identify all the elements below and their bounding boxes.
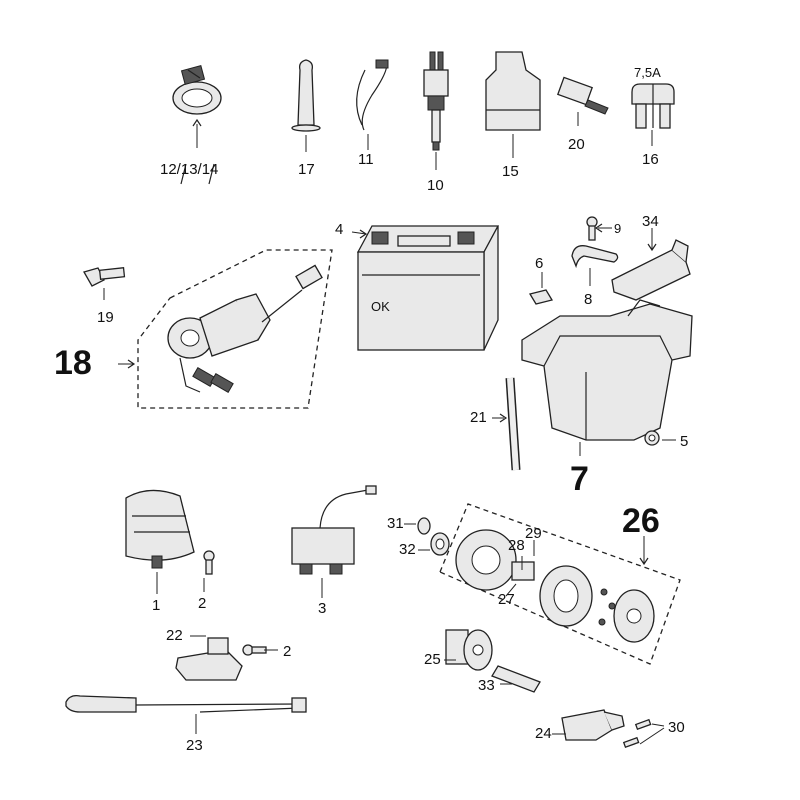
- nut-5-part: [644, 430, 660, 446]
- callout-19: 19: [97, 309, 114, 326]
- callout-6: 6: [535, 255, 544, 272]
- callout-27: 27: [498, 591, 515, 608]
- callout-16: 16: [642, 151, 659, 168]
- callout-2b: 2: [283, 643, 292, 660]
- callout-33: 33: [478, 677, 495, 694]
- callout-24: 24: [535, 725, 552, 742]
- bracket-8-part: [571, 245, 619, 269]
- callout-9: 9: [614, 221, 622, 236]
- fuse-rating: 7,5A: [634, 65, 661, 80]
- callout-34: 34: [642, 213, 659, 230]
- callout-5: 5: [680, 433, 689, 450]
- battery-box-part: [521, 299, 693, 441]
- callout-23: 23: [186, 737, 203, 754]
- callout-15: 15: [502, 163, 519, 180]
- starter-motor-part: [561, 709, 625, 741]
- callout-11: 11: [358, 151, 374, 168]
- battery-part: [356, 225, 500, 351]
- starter-clutch-part: [455, 529, 655, 643]
- rubber-boot-part: [485, 51, 541, 131]
- bolt-19-part: [83, 267, 126, 287]
- callout-31: 31: [387, 515, 404, 532]
- ignition-group-outline: [137, 249, 333, 409]
- callout-28: 28: [508, 537, 525, 554]
- screws-30-part: [622, 718, 652, 749]
- washer-31-part: [417, 517, 431, 535]
- shaft-33-part: [491, 665, 541, 693]
- callout-1: 1: [152, 597, 161, 614]
- ignition-lock-part: [167, 264, 323, 394]
- callout-2a: 2: [198, 595, 207, 612]
- wiring-harness-part: [65, 694, 307, 713]
- callout-29: 29: [525, 525, 542, 542]
- grease-tube-part: [291, 59, 321, 132]
- screw-2b-part: [242, 644, 267, 656]
- bearing-32-part: [430, 532, 450, 556]
- callout-12-13-14: 12/13/14: [160, 161, 219, 178]
- bracket-22-part: [175, 637, 243, 681]
- callout-22: 22: [166, 627, 183, 644]
- callout-26: 26: [622, 502, 660, 540]
- callout-30: 30: [668, 719, 685, 736]
- callout-20: 20: [568, 136, 585, 153]
- regulator-part: [125, 489, 195, 569]
- gear-25-part: [445, 629, 493, 671]
- callout-32: 32: [399, 541, 416, 558]
- clip-nut-6-part: [528, 289, 554, 305]
- callout-17: 17: [298, 161, 315, 178]
- callout-8: 8: [584, 291, 593, 308]
- callout-7: 7: [570, 460, 589, 498]
- ignition-coil-part: [291, 485, 377, 575]
- callout-21: 21: [470, 409, 487, 426]
- callout-10: 10: [427, 177, 444, 194]
- plate-34-part: [611, 239, 691, 301]
- clutch-group-outline: [439, 503, 681, 665]
- screw-2a-part: [203, 550, 215, 575]
- cable-tie-part: [356, 59, 389, 131]
- stop-switch-part: [423, 51, 449, 151]
- callout-4: 4: [335, 221, 344, 238]
- hose-clamp-part: [172, 65, 222, 115]
- callout-25: 25: [424, 651, 441, 668]
- screw-9-part: [586, 216, 598, 241]
- fuse-part: [631, 83, 675, 129]
- callout-18: 18: [54, 344, 92, 382]
- callout-3: 3: [318, 600, 327, 617]
- battery-marking: OK: [371, 299, 390, 314]
- connector-clip-part: [556, 76, 609, 115]
